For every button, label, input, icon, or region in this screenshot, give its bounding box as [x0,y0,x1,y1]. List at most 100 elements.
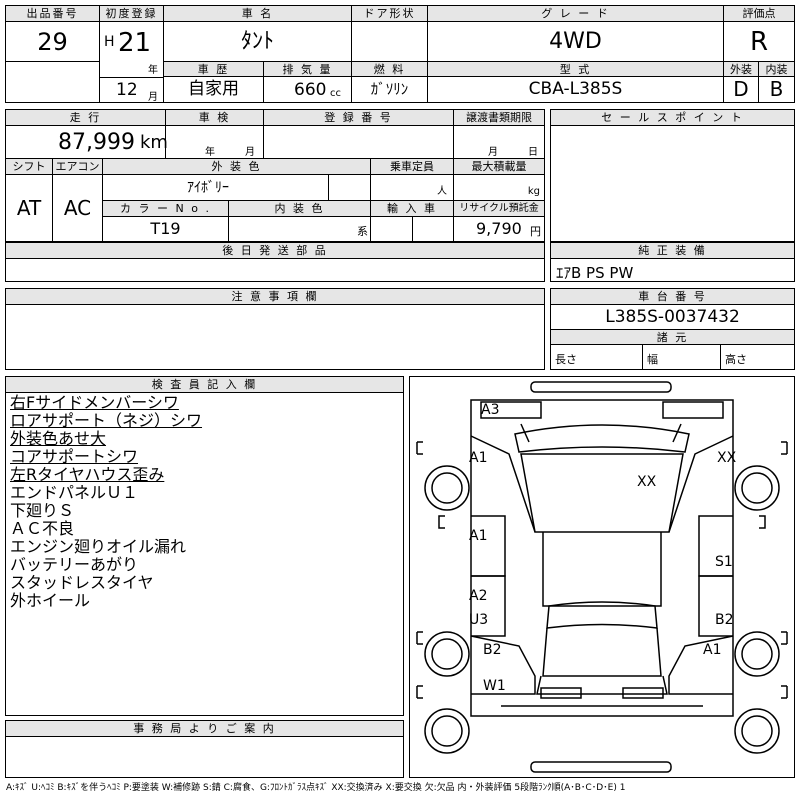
mark-xx-hood: XX [637,474,657,490]
mileage-label: 走 行 [6,110,166,126]
note-item: コアサポートシワ [10,447,139,466]
fuel-label: 燃 料 [352,61,428,77]
note-item: 右Fサイドメンバーシワ [10,393,179,412]
transfer-label: 譲渡書類期限 [454,110,544,126]
chassis-box [550,288,795,370]
inspection-label: 車 検 [166,110,264,126]
inspection-year-unit: 年 [205,147,215,158]
note-item: スタッドレスタイヤ [10,573,154,592]
ac: AC [53,175,103,241]
capacity-label: 乗車定員 [371,159,454,175]
first-reg-divider [100,22,164,77]
height-label: 高さ [725,353,747,366]
notice-box [5,288,545,370]
inspector-box [5,376,404,716]
import-cell [371,217,413,241]
note-item: バッテリーあがり [10,555,139,574]
mark-a2: A2 [469,588,487,604]
inspection-month-unit: 月 [245,147,255,158]
mark-w1: W1 [483,678,506,694]
first-reg-label: 初度登録 [100,6,164,22]
parts-label: 後 日 発 送 部 品 [6,243,544,259]
displacement-unit: cc [330,88,341,99]
car-name: ﾀﾝﾄ [164,22,352,62]
note-item: 外ホイール [10,591,91,610]
interior-score: B [769,77,784,101]
mark-b2-rear-left: B2 [483,642,502,658]
history-label: 車 歴 [164,61,264,77]
width-label: 幅 [643,345,721,369]
mileage-cell [6,126,166,159]
first-reg-year: 21 [118,28,152,58]
door-value [352,22,428,62]
car-name-label: 車 名 [164,6,352,22]
import-cell-2 [413,217,454,241]
sales-point-box [550,109,795,242]
note-item: 左Rタイヤハウス歪み [10,465,165,484]
displacement: 660 [294,80,327,100]
grade: 4WD [428,22,724,62]
lot-no-blank [6,61,100,102]
mark-b2-right: B2 [715,612,734,628]
note-item: エンドパネルＵ１ [10,483,139,502]
displacement-label: 排 気 量 [264,61,352,77]
genuine-label: 純 正 装 備 [551,243,794,259]
header-block [5,5,795,103]
interior-label: 内装 [759,61,794,77]
import-label: 輸 入 車 [371,201,454,217]
car-diagram-frame [409,376,795,778]
ac-label: エアコン [53,159,103,175]
recycle: 9,790 [476,219,522,238]
capacity-unit: 人 [371,175,454,201]
note-item: 外装色あせ大 [10,429,107,448]
recycle-unit: 円 [530,225,541,238]
load-unit: kg [454,175,544,201]
recycle-label: リサイクル預託金 [454,201,544,217]
door-label: ドア形状 [352,6,428,22]
intcolor-label: 内 装 色 [229,201,371,217]
mileage-unit: km [140,132,168,153]
color-extra [329,175,371,201]
regno [264,126,454,159]
era: H [104,34,115,50]
lot-no-label: 出品番号 [6,6,100,22]
note-item: ロアサポート（ネジ）シワ [10,411,203,430]
notice-label: 注 意 事 項 欄 [6,289,544,305]
inspector-notes: 右Fサイドメンバーシワ ロアサポート（ネジ）シワ 外装色あせ大 コアサポートシワ… [10,394,400,610]
lot-no: 29 [6,22,100,62]
transfer-day-unit: 日 [528,147,538,158]
specs-label: 諸 元 [551,329,794,345]
month-unit: 月 [148,92,158,103]
mileage: 87,999 [58,130,135,155]
displacement-cell [264,77,352,102]
genuine-equipment: ｴｱB PS PW [556,264,634,282]
mark-a1-rear-right: A1 [703,642,721,658]
fuel: ｶﾞｿﾘﾝ [352,77,428,102]
colorno: T19 [103,217,229,241]
mark-s1: S1 [715,554,733,570]
score: R [749,27,769,57]
model-label: 型 式 [428,61,724,77]
score-label: 評価点 [724,6,794,22]
mark-a3: A3 [481,402,499,418]
genuine-box [550,242,795,282]
parts-box [5,242,545,282]
office-label: 事 務 局 よ り ご 案 内 [6,721,403,737]
shift-label: シフト [6,159,53,175]
legend-text: A:ｷｽﾞ U:ﾍｺﾐ B:ｷｽﾞを伴うﾍｺﾐ P:要塗装 W:補修跡 S:錆 … [6,783,626,793]
chassis-number: L385S-0037432 [605,307,740,327]
note-item: 下廻りＳ [10,501,75,520]
note-item: エンジン廻りオイル漏れ [10,537,187,556]
regno-label: 登 録 番 号 [264,110,454,126]
transfer-cell [454,126,544,159]
chassis-label: 車 台 番 号 [551,289,794,305]
mark-a1-front-door: A1 [469,528,487,544]
transfer-month-unit: 月 [488,147,498,158]
mark-xx-front-right: XX [717,450,737,466]
color-label: 外 装 色 [103,159,371,175]
intcolor-unit: 系 [229,217,371,241]
exterior-score: D [724,77,759,102]
mark-a1-front-left: A1 [469,450,487,466]
inspection-cell [166,126,264,159]
colorno-label: カ ラ ー N o . [103,201,229,217]
